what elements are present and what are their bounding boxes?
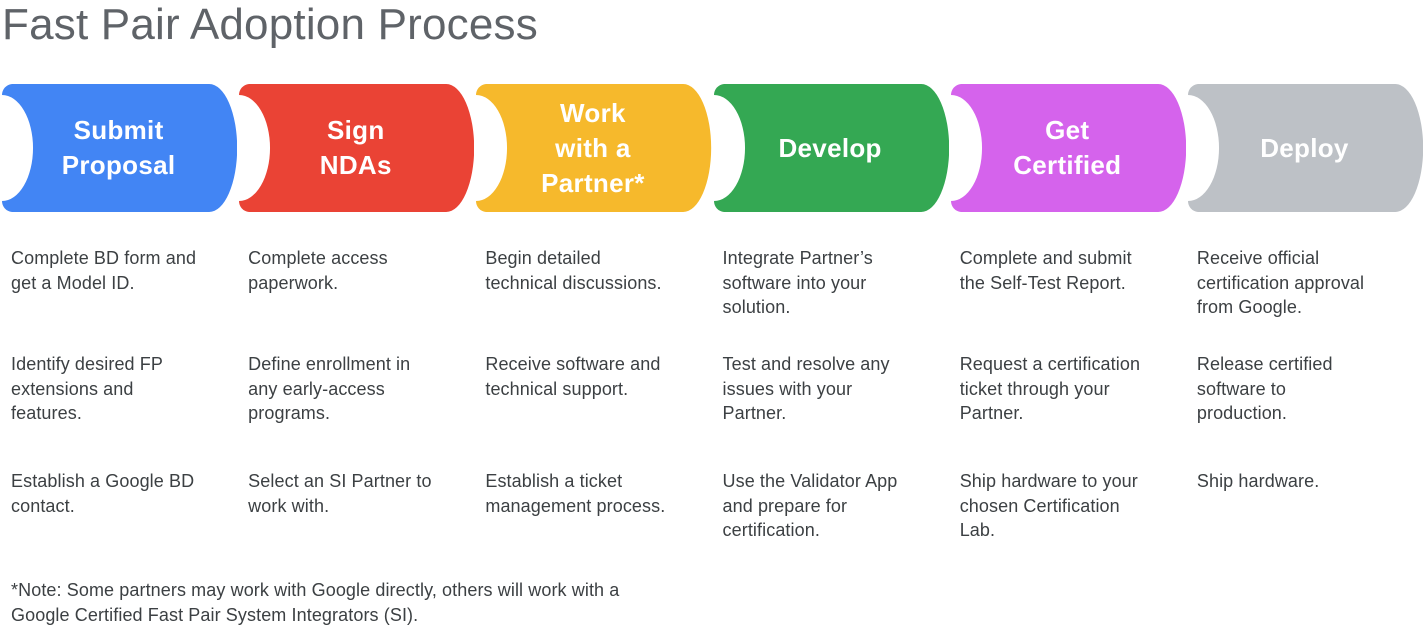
step-text: Establish a ticket management process.: [485, 471, 666, 516]
step-text: Release certified software to production…: [1196, 354, 1333, 423]
stage-submit-proposal: Submit Proposal: [0, 84, 238, 212]
steps-col-work-with-partner: Begin detailed technical discussions. Re…: [474, 246, 711, 543]
stage-chevron-shape: [950, 84, 1186, 212]
step-text: Test and resolve any issues with your Pa…: [722, 354, 890, 423]
stage-chevron-shape: [2, 84, 238, 212]
stage-shape-svg: [2, 84, 238, 212]
stage-sign-ndas: Sign NDAs: [237, 84, 475, 212]
step-text: Complete access paperwork.: [248, 248, 388, 293]
steps-col-deploy: Receive official certification approval …: [1186, 246, 1423, 543]
step-text: Complete BD form and get a Model ID.: [11, 248, 197, 293]
stage-chevron-shape: [1187, 84, 1423, 212]
stage-chevron-shape: [239, 84, 475, 212]
stage-label: Work with a Partner*: [541, 97, 645, 198]
step-text: Request a certification ticket through y…: [959, 354, 1141, 423]
step-text: Ship hardware to your chosen Certificati…: [959, 471, 1138, 540]
stage-label: Develop: [778, 132, 882, 163]
step-text: Integrate Partner’s software into your s…: [722, 248, 873, 317]
stage-shape-svg: [239, 84, 475, 212]
steps-col-develop: Integrate Partner’s software into your s…: [712, 246, 949, 543]
stage-chevron-shape: [476, 84, 712, 212]
stage-chevron-shape: [713, 84, 949, 212]
page-title: Fast Pair Adoption Process: [2, 0, 538, 49]
stage-shape-svg: [950, 84, 1186, 212]
step-text: Select an SI Partner to work with.: [248, 471, 432, 516]
stage-label: Deploy: [1260, 132, 1349, 163]
step-text: Receive official certification approval …: [1196, 248, 1365, 317]
stage-label: Submit Proposal: [61, 115, 176, 180]
step-text: Ship hardware.: [1196, 471, 1320, 491]
step-text: Define enrollment in any early-access pr…: [248, 354, 411, 423]
steps-col-get-certified: Complete and submit the Self-Test Report…: [949, 246, 1186, 543]
step-text: Complete and submit the Self-Test Report…: [959, 248, 1132, 293]
step-text: Use the Validator App and prepare for ce…: [722, 471, 898, 540]
step-text: Begin detailed technical discussions.: [485, 248, 662, 293]
stage-shape-svg: [713, 84, 949, 212]
stage-shape-svg: [1187, 84, 1423, 212]
stage-shape-svg: [476, 84, 712, 212]
step-text: Receive software and technical support.: [485, 354, 661, 399]
process-stages: Submit Proposal Sign NDAs Work with a Pa…: [0, 84, 1423, 212]
steps-col-submit-proposal: Complete BD form and get a Model ID. Ide…: [0, 246, 237, 543]
stage-develop: Develop: [712, 84, 949, 212]
stage-work-with-partner: Work with a Partner*: [474, 84, 712, 212]
step-text: Identify desired FP extensions and featu…: [11, 354, 163, 423]
stage-deploy: Deploy: [1186, 84, 1423, 212]
stage-get-certified: Get Certified: [949, 84, 1186, 212]
stage-label: Get Certified: [1013, 115, 1122, 180]
step-text: Establish a Google BD contact.: [11, 471, 195, 516]
footnote: *Note: Some partners may work with Googl…: [11, 580, 620, 625]
stage-steps-grid: Complete BD form and get a Model ID. Ide…: [0, 246, 1423, 543]
stage-label: Sign NDAs: [319, 115, 392, 180]
steps-col-sign-ndas: Complete access paperwork. Define enroll…: [237, 246, 474, 543]
